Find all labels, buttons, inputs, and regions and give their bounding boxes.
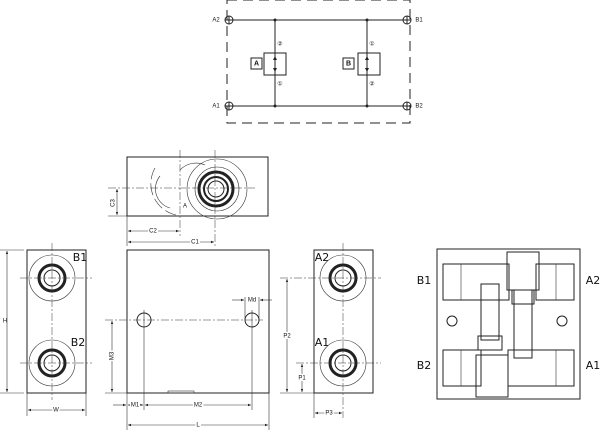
dim-m2: M2 bbox=[194, 403, 203, 409]
port-b1: B1 bbox=[402, 15, 423, 25]
top-view-mark: A bbox=[183, 204, 187, 210]
port-a2-face-label: A2 bbox=[315, 251, 330, 264]
right-side-view: A2 A1 P2 P1 P3 bbox=[280, 243, 381, 418]
valve-b-bottom-port: ② bbox=[369, 81, 374, 88]
spool-a bbox=[480, 283, 500, 341]
port-a2-label: A2 bbox=[212, 18, 220, 24]
valve-a-top-port: ② bbox=[277, 41, 282, 48]
port-a1: A1 bbox=[212, 101, 234, 111]
dim-p2: P2 bbox=[283, 334, 291, 340]
port-a1-face-label: A1 bbox=[315, 336, 330, 349]
valve-b: B ① ② bbox=[342, 41, 381, 88]
port-a2: A2 bbox=[212, 15, 234, 25]
section-port-a1-label: A1 bbox=[586, 359, 600, 372]
dim-c1: C1 bbox=[191, 240, 199, 246]
dim-c2: C2 bbox=[149, 229, 157, 235]
dim-h: H bbox=[3, 319, 7, 325]
port-a1-label: A1 bbox=[212, 104, 220, 110]
valve-a-label: A bbox=[254, 60, 259, 67]
port-b2-face-label: B2 bbox=[71, 336, 86, 349]
port-b2: B2 bbox=[402, 101, 423, 111]
section-port-b1-label: B1 bbox=[417, 274, 432, 287]
schematic-boundary bbox=[226, 0, 411, 124]
section-port-b2-label: B2 bbox=[417, 359, 432, 372]
dim-c3: C3 bbox=[111, 199, 117, 207]
port-b2-label: B2 bbox=[415, 104, 423, 110]
dim-m3: M3 bbox=[110, 351, 116, 360]
dim-l: L bbox=[196, 423, 200, 429]
section-view: B1 A2 B2 A1 bbox=[417, 248, 600, 400]
valve-b-label: B bbox=[346, 60, 351, 67]
section-port-a2-label: A2 bbox=[586, 274, 600, 287]
hydraulic-schematic: A2 B1 A1 B2 A ② ① B ① ② bbox=[212, 0, 423, 124]
dim-md: Md bbox=[248, 298, 256, 304]
valve-a-bottom-port: ① bbox=[277, 81, 282, 88]
port-b1-face-label: B1 bbox=[73, 251, 88, 264]
valve-a: A ② ① bbox=[250, 41, 287, 88]
valve-b-top-port: ① bbox=[369, 41, 374, 48]
dim-m1: M1 bbox=[131, 403, 140, 409]
dim-p1: P1 bbox=[298, 376, 306, 382]
top-view: A C3 C2 C1 bbox=[108, 150, 269, 247]
front-view: Md M3 M1 M2 L bbox=[105, 249, 272, 430]
dim-w: W bbox=[53, 408, 59, 414]
dim-p3: P3 bbox=[325, 411, 333, 417]
left-side-view: B1 B2 H W bbox=[0, 243, 92, 416]
spool-b bbox=[513, 289, 533, 359]
port-b1-label: B1 bbox=[415, 18, 423, 24]
